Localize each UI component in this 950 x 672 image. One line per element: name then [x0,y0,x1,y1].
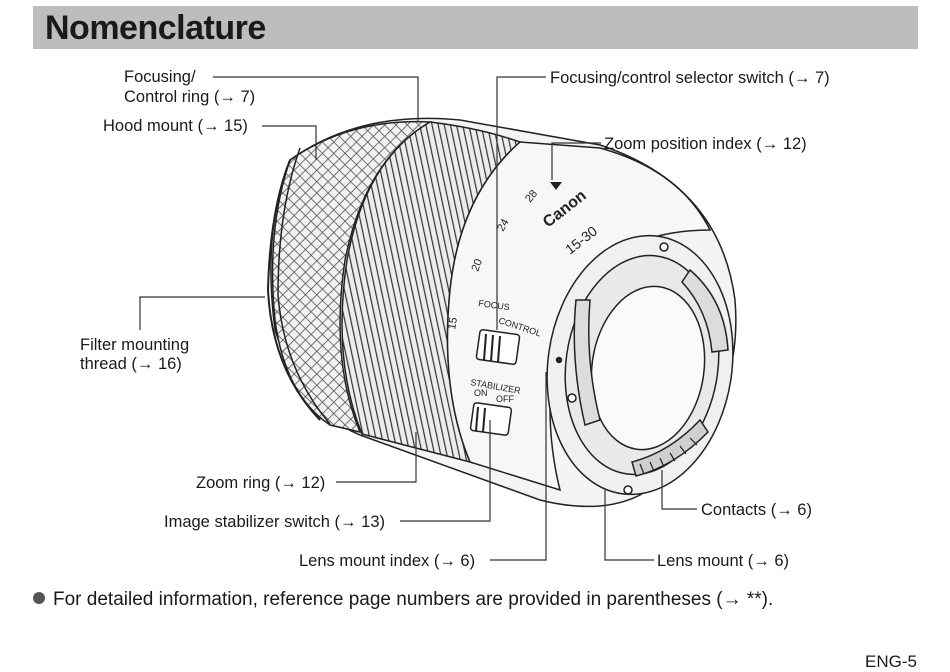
title-bar: Nomenclature [33,6,918,49]
focus-control-switch [475,329,521,365]
filter-thread-label-line2: thread (→ 16) [80,355,182,373]
scale-20: 20 [470,257,485,273]
lens-body [266,117,737,508]
footnote-text: For detailed information, reference page… [53,589,774,610]
filter-thread-label-line1: Filter mounting [80,336,190,354]
lens-mount-label: Lens mount (→ 6) [657,552,790,570]
leader-lines [139,76,697,561]
focus-switch-label: FOCUS [478,298,511,312]
is-switch-label: Image stabilizer switch (→ 13) [164,513,385,531]
focusing-ring-label-line2: Control ring (→ 7) [124,88,256,106]
focusing-ring-label-line1: Focusing/ [124,68,196,86]
selector-switch-label: Focusing/control selector switch (→ 7) [550,69,830,87]
page-title: Nomenclature [45,9,266,47]
zoom-ring-label: Zoom ring (→ 12) [196,474,326,492]
stabilizer-switch [469,402,513,436]
stabilizer-off: OFF [496,394,514,404]
scale-24: 24 [495,217,512,234]
lens-mount-index-label: Lens mount index (→ 6) [299,552,476,570]
page-number: ENG-5 [865,652,917,671]
bullet-icon [33,592,45,604]
zoom-position-index-label: Zoom position index (→ 12) [604,135,807,153]
hood-mount-label: Hood mount (→ 15) [103,117,248,135]
scale-15: 15 [446,316,460,330]
stabilizer-on: ON [474,388,488,398]
contacts-label: Contacts (→ 6) [701,501,812,519]
footnote: For detailed information, reference page… [33,589,773,611]
